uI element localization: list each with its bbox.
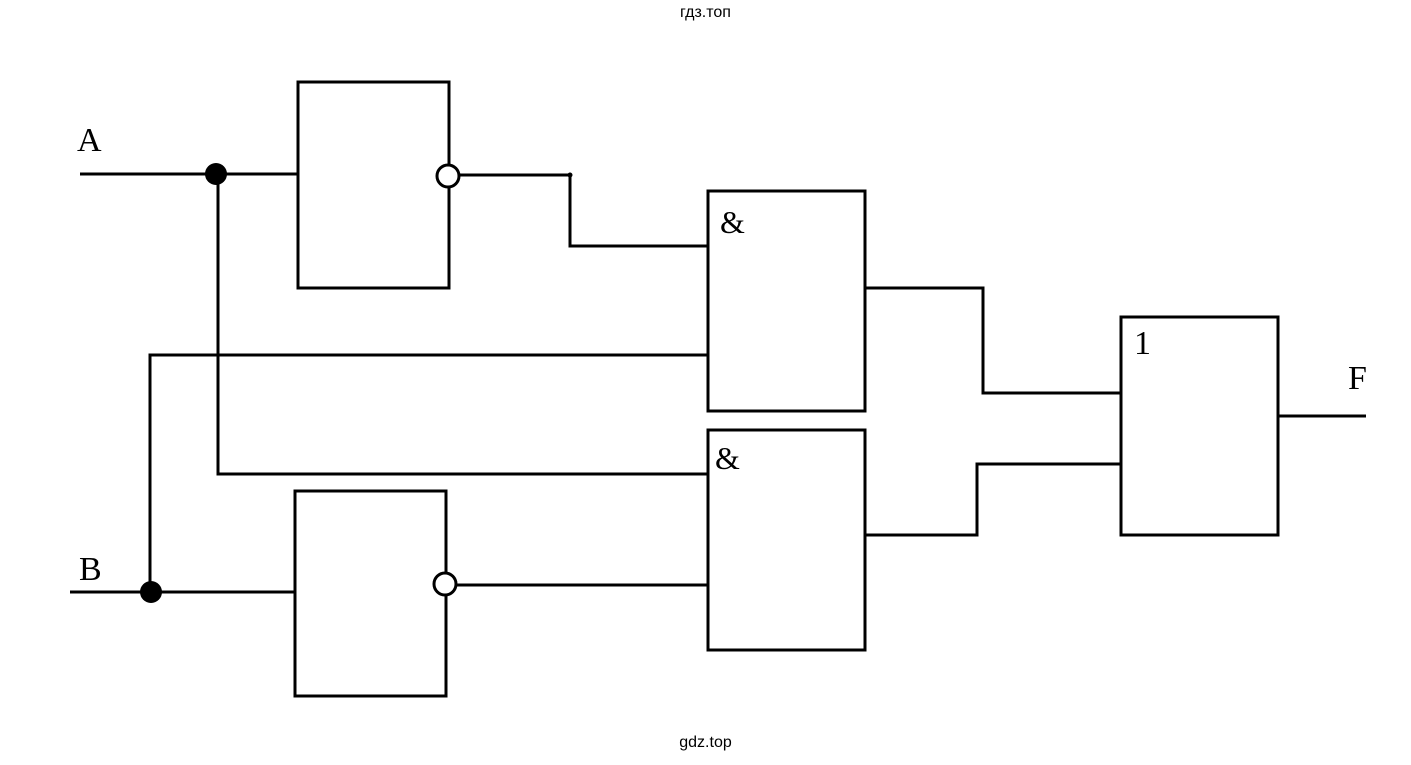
- watermark-top: гдз.топ: [680, 4, 731, 21]
- watermark-bottom: gdz.top: [679, 734, 732, 751]
- junction-a: [205, 163, 227, 185]
- wire-lower-and-to-or: [865, 462, 1121, 537]
- label-output-f: F: [1348, 360, 1367, 397]
- not-gate-b: [293, 489, 448, 698]
- wire-upper-and-to-or: [865, 286, 1121, 395]
- label-or-gate: 1: [1134, 325, 1151, 362]
- or-gate: [1119, 315, 1280, 537]
- inversion-bubble-b: [432, 571, 458, 597]
- and-gate-lower: [706, 428, 867, 652]
- wire-b-to-upper-and: [148, 353, 708, 592]
- wire-not-a-to-upper-and: [460, 173, 708, 248]
- wire-a-to-lower-and: [216, 174, 708, 476]
- not-gate-a: [296, 80, 451, 290]
- label-and-lower: &: [715, 440, 740, 476]
- inversion-bubble-a: [435, 163, 461, 189]
- label-input-a: A: [77, 122, 102, 159]
- label-input-b: B: [79, 551, 102, 588]
- label-and-upper: &: [720, 204, 745, 240]
- and-gate-upper: [706, 189, 867, 413]
- wire-corner-dot: [567, 172, 573, 178]
